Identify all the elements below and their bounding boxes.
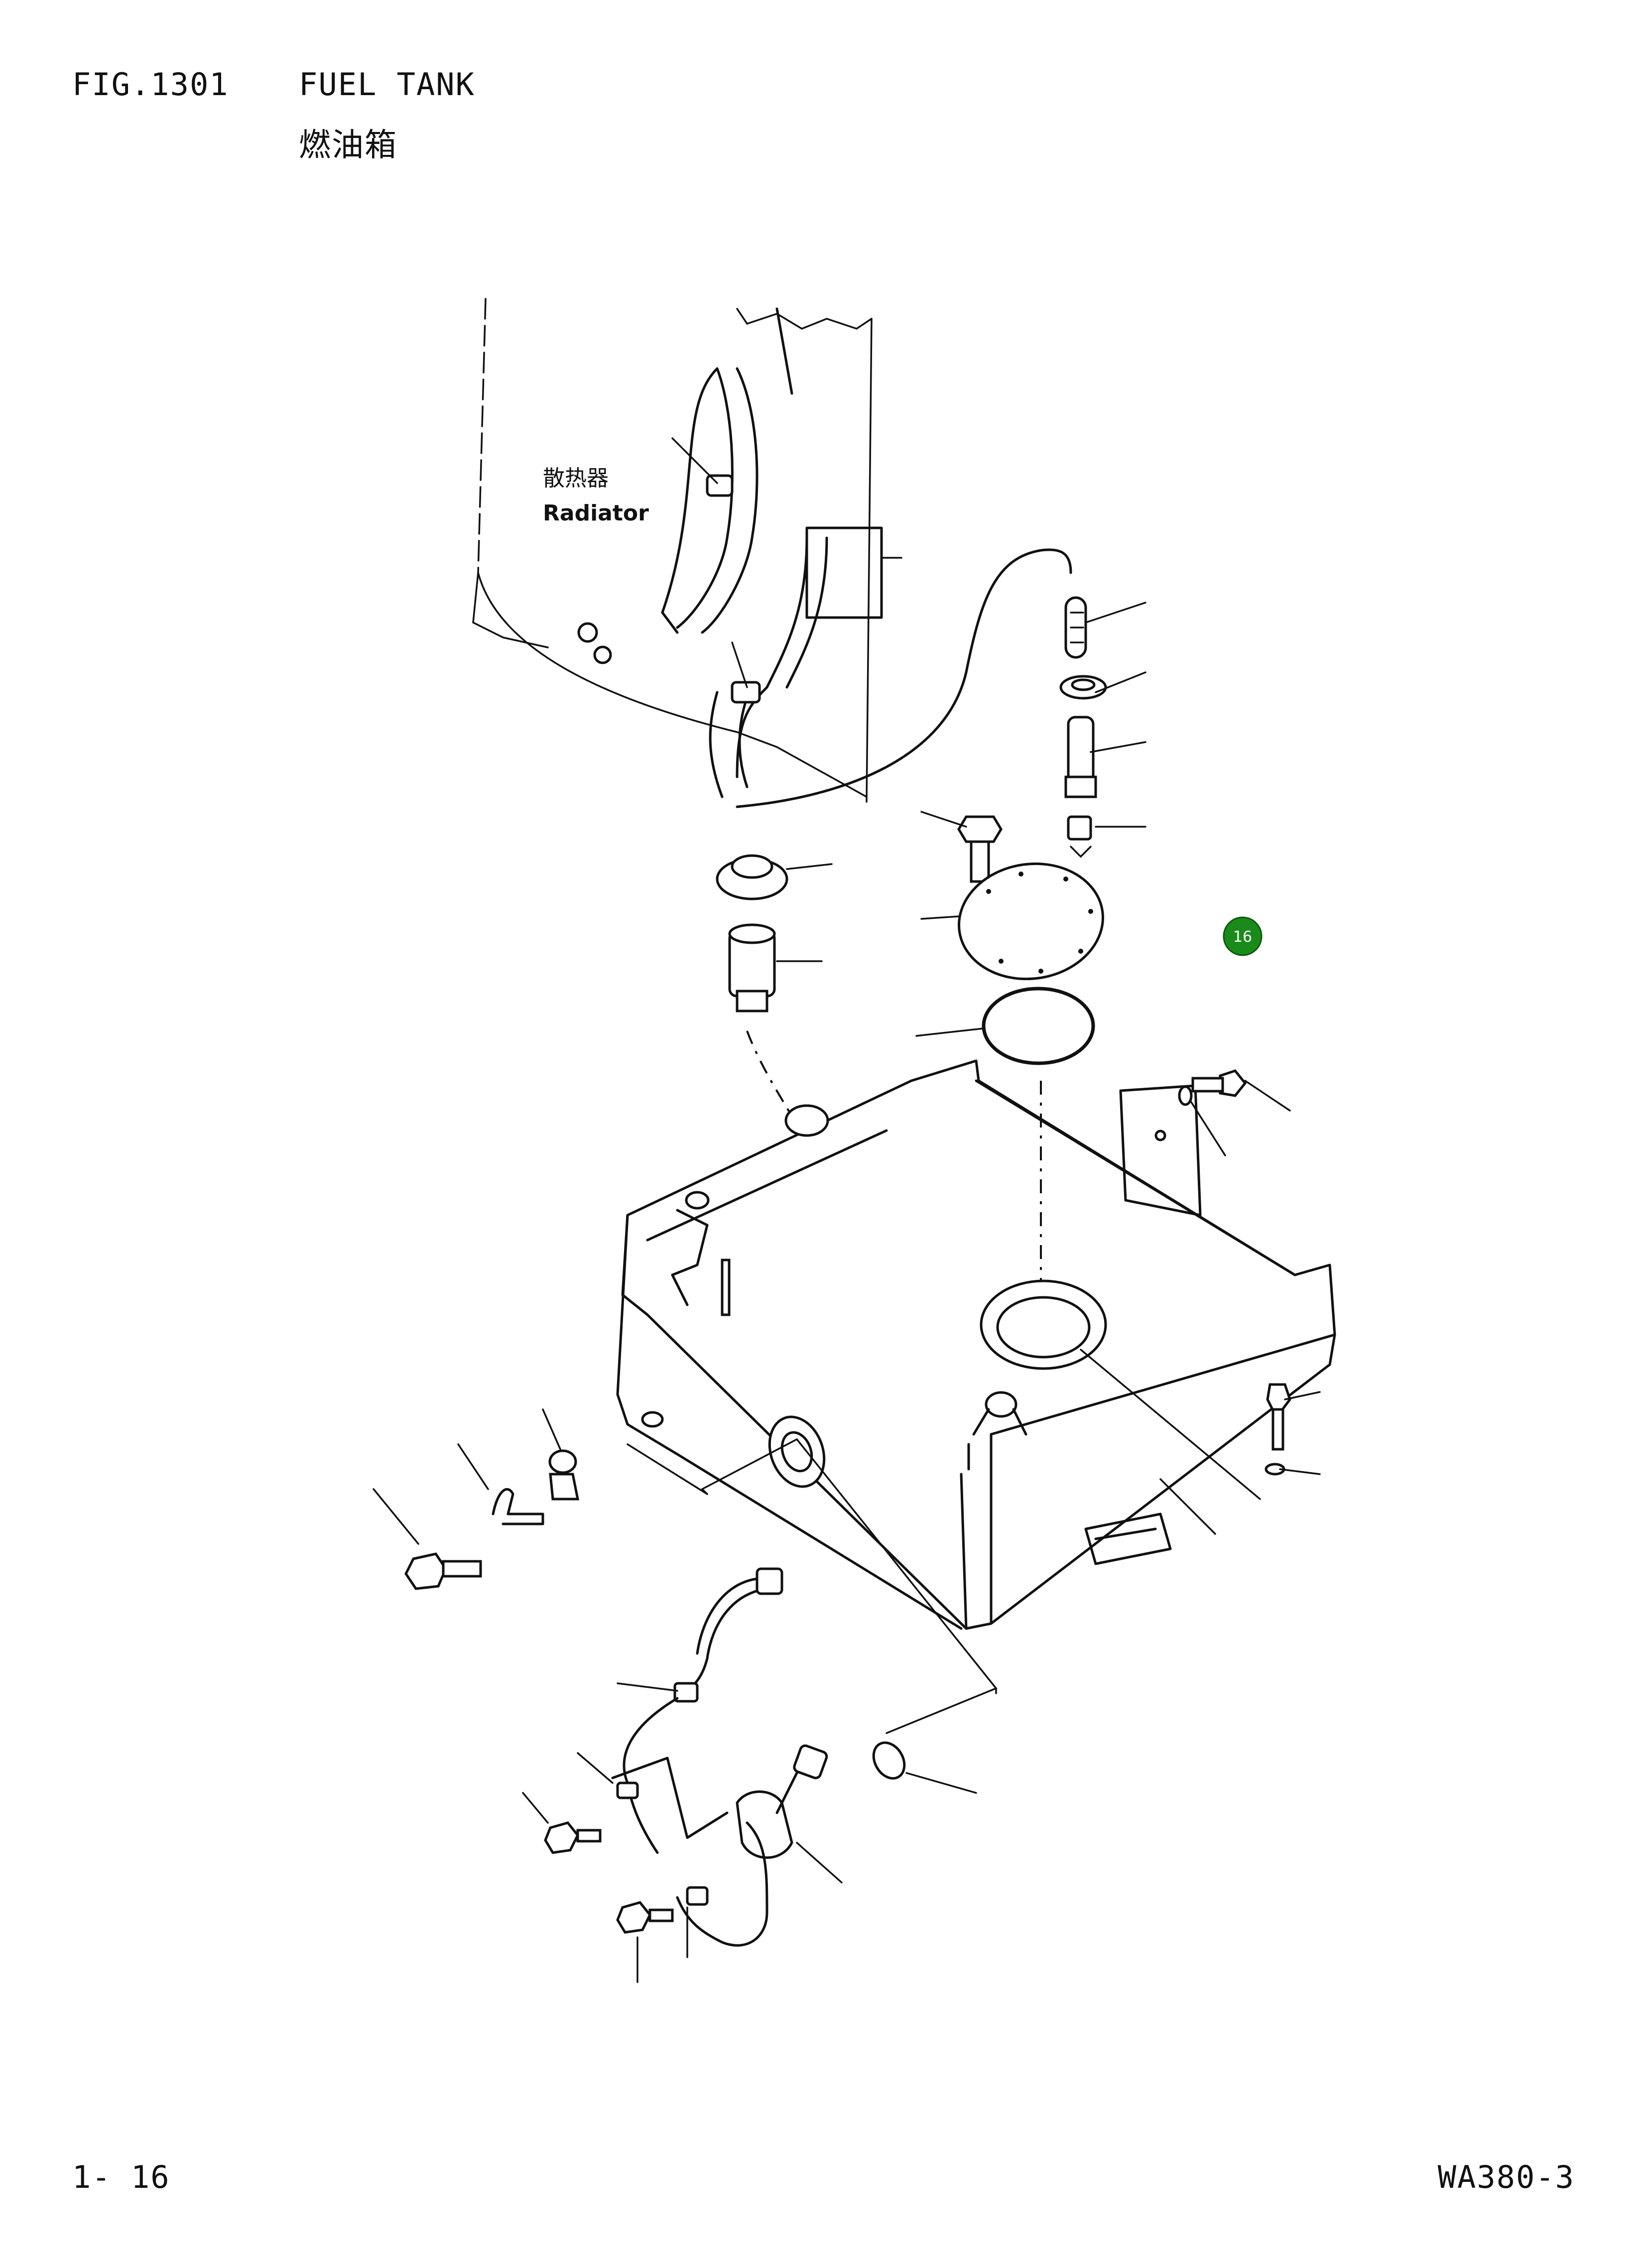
support-lines xyxy=(627,1438,998,1734)
figure-title-chinese: 燃油箱 xyxy=(299,127,397,164)
filler-cap xyxy=(716,854,788,1012)
cover-plate xyxy=(958,862,1104,981)
radiator-label-chinese: 散热器 xyxy=(543,466,609,491)
breather-tube xyxy=(736,548,1072,808)
callout-badge: 16 xyxy=(1223,916,1263,956)
tank-mounting-bolts xyxy=(1178,1069,1291,1476)
fuel-tank-body xyxy=(616,1059,1336,1630)
drain-piping xyxy=(544,1567,906,1947)
callout-badge-text: 16 xyxy=(1233,928,1252,946)
figure-title-english: FUEL TANK xyxy=(299,66,475,103)
left-fittings xyxy=(404,1449,580,1590)
leader-lines xyxy=(373,437,1321,1983)
model-code: WA380-3 xyxy=(1437,2159,1575,2195)
cover-bolt xyxy=(957,815,1003,883)
radiator-hose xyxy=(661,307,828,798)
breather-parts xyxy=(1059,596,1107,858)
radiator-outline xyxy=(472,298,902,803)
radiator-label-english: Radiator xyxy=(543,501,649,526)
figure-number: FIG.1301 xyxy=(72,66,229,103)
gasket-ring xyxy=(982,987,1095,1065)
page-number: 1- 16 xyxy=(72,2159,170,2195)
